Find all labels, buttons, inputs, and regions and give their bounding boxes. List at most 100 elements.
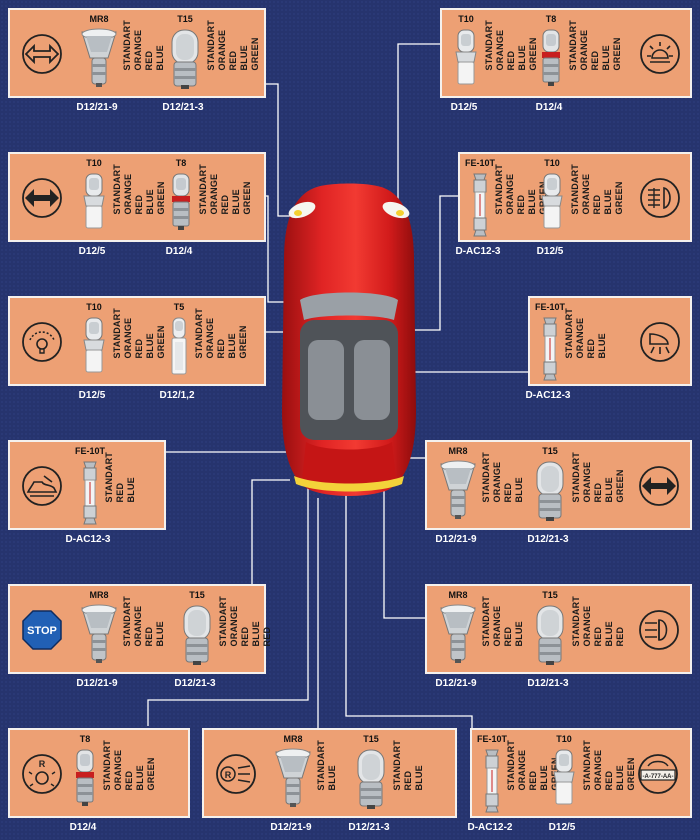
part-code: D12/4 [69,822,97,833]
color-option: GREEN [156,325,166,359]
bulb-name: FE-10T [74,446,105,456]
color-option: BLUE [231,189,241,215]
bulb-name: T8 [545,14,557,24]
bulb-name: T10 [86,302,102,312]
part-code: D-AC12-2 [467,822,513,833]
color-option: GREEN [614,181,624,215]
color-option: ORANGE [505,173,515,215]
color-option: STANDART [112,308,122,359]
color-option: ORANGE [492,605,502,647]
color-option: RED [403,770,413,791]
part-code: D12/21-9 [76,102,118,113]
bulb-name: T8 [175,158,187,168]
part-code: D12/21-9 [435,534,477,545]
dashboard-light-icon [638,176,682,220]
bulb-t8-image [168,172,194,232]
part-code: D12/21-3 [348,822,390,833]
part-code: D12/5 [78,246,106,257]
turn-signal-filled-icon [20,176,64,220]
color-option: RED [115,482,125,503]
color-option: RED [593,482,603,503]
bulb-name: MR8 [448,446,468,456]
rear-fog-light-icon [637,608,681,652]
color-option: RED [144,50,154,71]
part-code: D12/5 [450,102,478,113]
color-option: BLUE [126,477,136,503]
color-option: BLUE [145,189,155,215]
color-option: BLUE [539,765,549,791]
bulb-t8-image [538,28,564,88]
turn-signal-filled-icon [637,464,681,508]
bulb-fe10t-image [482,748,502,814]
color-option: ORANGE [492,461,502,503]
color-option: BLUE [514,477,524,503]
color-option: ORANGE [209,173,219,215]
turn-signal-outline-icon [20,32,64,76]
color-option: ORANGE [575,317,585,359]
bulb-name: T8 [79,734,91,744]
color-option: BLUE [517,45,527,71]
color-option: STANDART [564,308,574,359]
car-image [282,183,416,496]
svg-text:STOP: STOP [27,625,57,637]
bulb-t8-image [72,748,98,808]
part-code: D12/21-9 [76,678,118,689]
color-option: BLUE [251,621,261,647]
color-option: STANDART [104,452,114,503]
color-option: RED [220,194,230,215]
color-option: RED [586,338,596,359]
bulb-t10-image [80,172,108,232]
color-option: BLUE [604,621,614,647]
color-option: BLUE [239,45,249,71]
color-option: STANDART [206,20,216,71]
bulb-mr8-image [80,28,118,88]
bulb-t15-image [354,748,388,810]
color-option: BLUE [514,621,524,647]
bulb-t10-image [80,316,108,376]
color-option: ORANGE [217,29,227,71]
bulb-fe10t-image [470,172,490,238]
color-option: BLUE [155,621,165,647]
color-option: BLUE [597,333,607,359]
color-option: RED [503,626,513,647]
color-option: ORANGE [123,173,133,215]
bulb-name: MR8 [448,590,468,600]
color-option: STANDART [484,20,494,71]
instrument-light-icon [20,320,64,364]
bulb-name: T15 [189,590,205,600]
color-option: STANDART [570,164,580,215]
svg-text:R: R [39,759,46,769]
color-option: RED [528,770,538,791]
color-option: RED [262,626,272,647]
svg-text:-A-777-AA-: -A-777-AA- [642,774,673,780]
color-option: STANDART [316,740,326,791]
part-code: D12/1,2 [159,390,195,401]
color-option: RED [615,626,625,647]
part-code: D12/4 [535,102,563,113]
color-option: STANDART [102,740,112,791]
color-option: BLUE [601,45,611,71]
color-option: RED [240,626,250,647]
bulb-name: T15 [542,590,558,600]
color-option: BLUE [145,333,155,359]
